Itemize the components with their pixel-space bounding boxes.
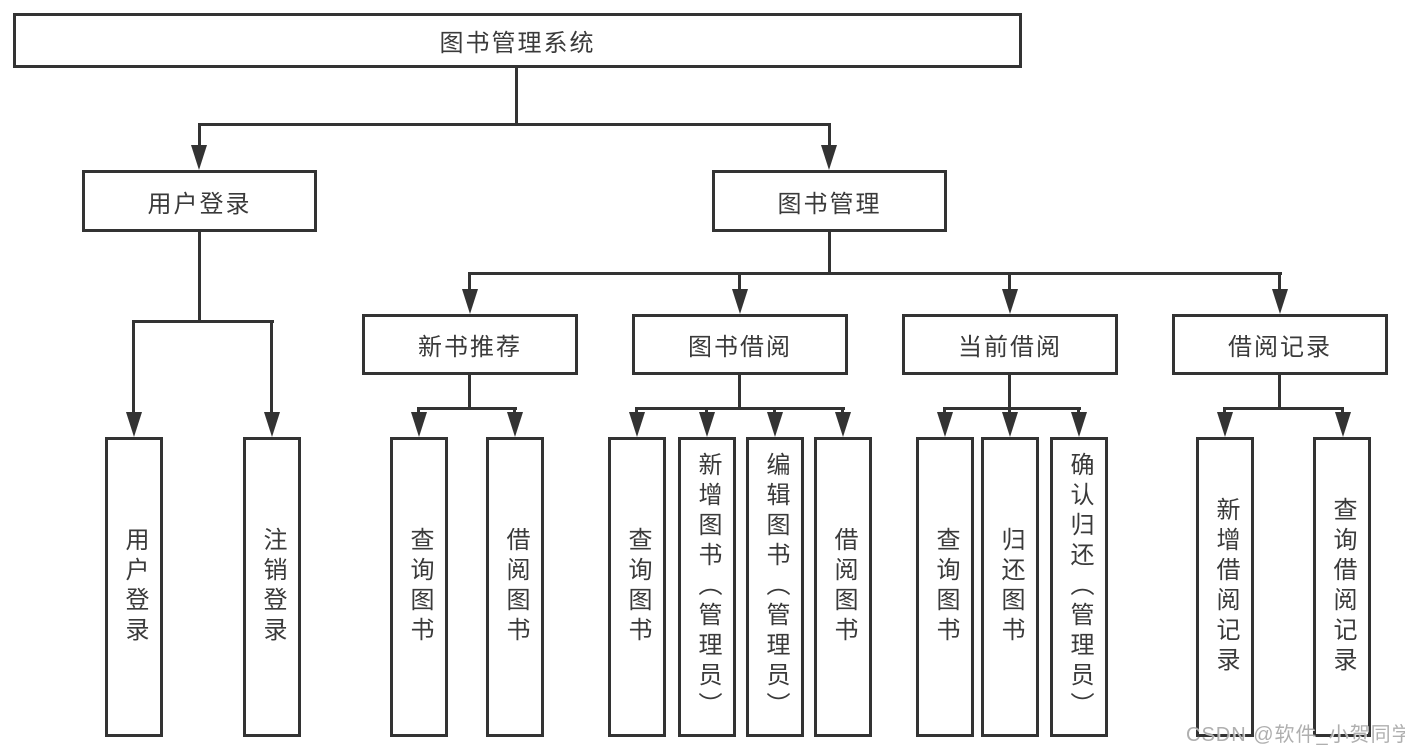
arrow-down-icon [821, 145, 837, 170]
connector-new-book-bar [417, 407, 517, 410]
arrow-down-icon [1335, 412, 1351, 437]
arrow-down-icon [507, 412, 523, 437]
connector-current-bar [943, 407, 1081, 410]
connector-user-login-bar [132, 320, 274, 323]
leaf-label: 注销登录 [259, 527, 286, 647]
arrow-down-icon [937, 412, 953, 437]
connector-current-stem [1008, 375, 1011, 407]
connector-book-management-arm-1 [468, 272, 471, 289]
connector-borrowing-stem [738, 375, 741, 407]
leaf-confirm-return-admin: 确认归还（管理员） [1050, 437, 1108, 737]
leaf-edit-books-admin: 编辑图书（管理员） [746, 437, 804, 737]
node-label: 当前借阅 [958, 334, 1062, 361]
connector-records-arm-2 [1341, 407, 1344, 414]
node-book-management: 图书管理 [712, 170, 947, 232]
leaf-label: 借阅图书 [502, 527, 529, 647]
connector-current-arm-2 [1008, 407, 1011, 414]
arrow-down-icon [699, 412, 715, 437]
leaf-label: 归还图书 [997, 527, 1024, 647]
connector-book-management-arm-2 [738, 272, 741, 289]
leaf-query-books-borrowing: 查询图书 [608, 437, 666, 737]
leaf-label: 新增借阅记录 [1212, 497, 1239, 677]
leaf-borrow-books-borrowing: 借阅图书 [814, 437, 872, 737]
connector-user-login-stem [198, 232, 201, 320]
csdn-watermark: CSDN @软件_小贺同学 [1186, 724, 1405, 746]
node-label: 图书借阅 [688, 334, 792, 361]
connector-borrowing-bar [635, 407, 845, 410]
leaf-label: 用户登录 [121, 527, 148, 647]
node-borrowing-records: 借阅记录 [1172, 314, 1388, 375]
node-user-login: 用户登录 [82, 170, 317, 232]
arrow-down-icon [629, 412, 645, 437]
leaf-label: 新增图书（管理员） [694, 452, 721, 722]
connector-records-arm-1 [1223, 407, 1226, 414]
arrow-down-icon [767, 412, 783, 437]
arrow-down-icon [1071, 412, 1087, 437]
leaf-label: 借阅图书 [830, 527, 857, 647]
leaf-add-books-admin: 新增图书（管理员） [678, 437, 736, 737]
connector-root-stem [515, 68, 518, 123]
node-label: 图书管理系统 [439, 30, 596, 57]
connector-borrowing-arm-1 [635, 407, 638, 414]
node-book-borrowing: 图书借阅 [632, 314, 848, 375]
leaf-label: 查询图书 [932, 527, 959, 647]
connector-new-book-arm-1 [417, 407, 420, 414]
arrow-down-icon [411, 412, 427, 437]
connector-new-book-arm-2 [513, 407, 516, 414]
node-library-management-system: 图书管理系统 [13, 13, 1022, 68]
connector-borrowing-arm-4 [841, 407, 844, 414]
leaf-label: 查询图书 [624, 527, 651, 647]
connector-book-management-arm-3 [1008, 272, 1011, 289]
leaf-logout-login: 注销登录 [243, 437, 301, 737]
arrow-down-icon [126, 412, 142, 437]
arrow-down-icon [462, 289, 478, 314]
connector-new-book-stem [468, 375, 471, 407]
connector-borrowing-arm-3 [773, 407, 776, 414]
node-label: 新书推荐 [418, 334, 522, 361]
node-current-borrowing: 当前借阅 [902, 314, 1118, 375]
connector-book-management-bar [468, 272, 1282, 275]
arrow-down-icon [1272, 289, 1288, 314]
connector-book-management-stem [828, 232, 831, 272]
arrow-down-icon [835, 412, 851, 437]
connector-book-management-arm-4 [1278, 272, 1281, 289]
leaf-query-borrow-record: 查询借阅记录 [1313, 437, 1371, 737]
node-label: 借阅记录 [1228, 334, 1332, 361]
arrow-down-icon [1002, 412, 1018, 437]
arrow-down-icon [264, 412, 280, 437]
connector-current-arm-1 [943, 407, 946, 414]
leaf-label: 查询借阅记录 [1329, 497, 1356, 677]
leaf-query-books-recommend: 查询图书 [390, 437, 448, 737]
node-label: 图书管理 [777, 190, 882, 218]
leaf-label: 编辑图书（管理员） [762, 452, 789, 722]
leaf-query-books-current: 查询图书 [916, 437, 974, 737]
connector-user-login-arm-2 [270, 320, 273, 412]
connector-records-bar [1223, 407, 1344, 410]
arrow-down-icon [1002, 289, 1018, 314]
connector-root-bar [198, 123, 831, 126]
leaf-borrow-books-recommend: 借阅图书 [486, 437, 544, 737]
node-new-book-recommendation: 新书推荐 [362, 314, 578, 375]
leaf-user-login: 用户登录 [105, 437, 163, 737]
connector-current-arm-3 [1077, 407, 1080, 414]
connector-records-stem [1278, 375, 1281, 407]
connector-borrowing-arm-2 [705, 407, 708, 414]
arrow-down-icon [732, 289, 748, 314]
node-label: 用户登录 [147, 190, 252, 218]
connector-root-arm-right [828, 123, 831, 147]
leaf-add-borrow-record: 新增借阅记录 [1196, 437, 1254, 737]
leaf-return-books: 归还图书 [981, 437, 1039, 737]
leaf-label: 查询图书 [406, 527, 433, 647]
connector-root-arm-left [198, 123, 201, 147]
leaf-label: 确认归还（管理员） [1066, 452, 1093, 722]
connector-user-login-arm-1 [132, 320, 135, 412]
arrow-down-icon [1217, 412, 1233, 437]
arrow-down-icon [191, 145, 207, 170]
